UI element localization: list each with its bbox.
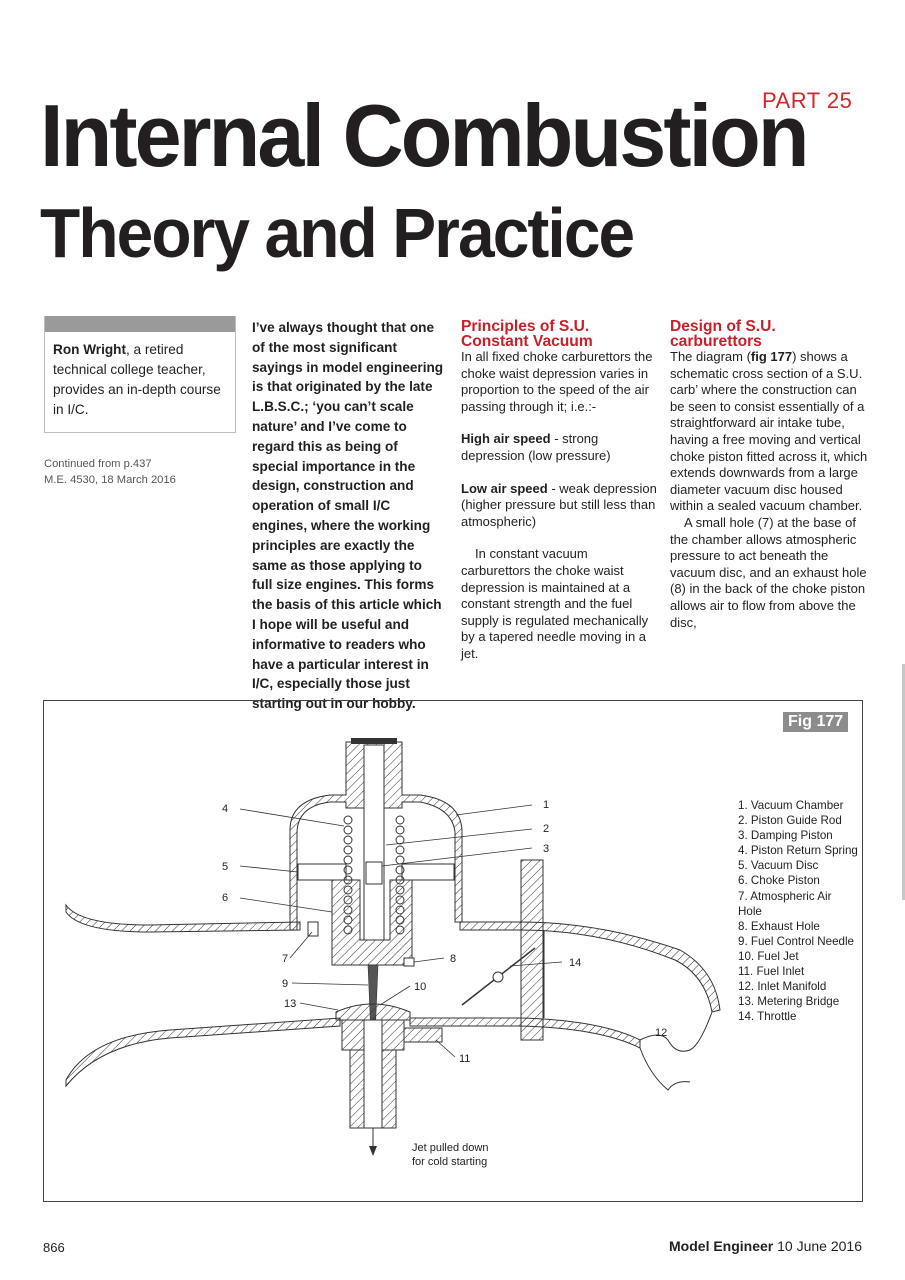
callout-4: 4 [222, 803, 228, 815]
legend-item: 11. Fuel Inlet [738, 965, 805, 979]
callout-11: 11 [459, 1053, 470, 1065]
legend-item: 8. Exhaust Hole [738, 919, 820, 933]
piston-guide-rod [363, 744, 385, 941]
design-para1-pre: The diagram ( [670, 349, 751, 364]
author-text: Ron Wright, a retired technical college … [53, 340, 231, 420]
low-air-speed-label: Low air speed [461, 480, 548, 496]
callout-14: 14 [569, 957, 581, 969]
legend-item: 1. Vacuum Chamber [738, 799, 844, 812]
column-design: Design of S.U. carburettors The diagram … [670, 319, 870, 631]
legend-item: 2. Piston Guide Rod [738, 814, 842, 828]
section-heading-principles: Principles of S.U. Constant Vacuum [461, 318, 593, 350]
callout-3: 3 [543, 843, 549, 855]
callout-2: 2 [543, 823, 549, 835]
legend-item: 12. Inlet Manifold [738, 980, 827, 994]
design-para1-post: ) shows a schematic cross section of a S… [670, 349, 868, 514]
design-para2: A small hole (7) at the base of the cham… [670, 514, 867, 630]
legend-item: 13. Metering Bridge [738, 995, 840, 1009]
guide-rod-tube [351, 738, 397, 744]
vacuum-disc [297, 863, 347, 881]
figure-label: Fig 177 [783, 712, 849, 732]
callout-10: 10 [414, 981, 426, 993]
callout-12: 12 [655, 1027, 667, 1039]
legend-item: 10. Fuel Jet [738, 949, 799, 963]
intake-lower-wall [65, 1017, 341, 1088]
part-label: PART 25 [762, 88, 853, 113]
fuel-inlet [403, 1027, 443, 1043]
continued-line2: M.E. 4530, 18 March 2016 [44, 474, 176, 486]
author-box-bar [45, 316, 235, 332]
callout-7: 7 [282, 953, 288, 965]
page-number: 866 [43, 1240, 65, 1255]
column-principles: Principles of S.U. Constant Vacuum In al… [461, 319, 657, 663]
legend-item: 3. Damping Piston [738, 829, 833, 843]
figure-frame [43, 700, 863, 1202]
callout-6: 6 [222, 892, 228, 904]
high-air-speed-text: - strong depression (low pressure) [461, 431, 611, 463]
low-air-speed-item: Low air speed - weak depression (higher … [461, 481, 657, 531]
return-spring-left [343, 815, 353, 935]
figure-caption-line1: Jet pulled down [412, 1142, 488, 1154]
design-para1: The diagram (fig 177) shows a schematic … [670, 349, 870, 515]
figure-legend: 1. Vacuum Chamber 2. Piston Guide Rod 3.… [738, 798, 858, 1024]
legend-item: 14. Throttle [738, 1010, 797, 1024]
legend-item: 5. Vacuum Disc [738, 859, 819, 873]
principles-para1: In all fixed choke carburettors the chok… [461, 349, 653, 414]
metering-bridge [335, 1003, 411, 1021]
principles-para2: In constant vacuum carburettors the chok… [461, 546, 649, 661]
high-air-speed-label: High air speed [461, 431, 551, 447]
section-heading-design: Design of S.U. carburettors [670, 318, 776, 350]
intro-paragraph: I’ve always thought that one of the most… [252, 320, 444, 712]
article-title-line2: Theory and Practice [40, 194, 635, 272]
intake-upper-wall [65, 903, 301, 933]
figure-caption-line2: for cold starting [412, 1156, 487, 1168]
callout-8: 8 [450, 953, 456, 965]
high-air-speed-item: High air speed - strong depression (low … [461, 431, 657, 464]
manifold-break-line [639, 1011, 713, 1052]
legend-item: 9. Fuel Control Needle [738, 934, 854, 948]
callout-13: 13 [284, 998, 296, 1010]
continued-note: Continued from p.437 M.E. 4530, 18 March… [44, 456, 176, 488]
author-name: Ron Wright [53, 342, 126, 357]
intake-upper-wall-right [459, 921, 721, 1013]
magazine-name: Model Engineer [669, 1238, 774, 1254]
legend-item: 4. Piston Return Spring [738, 844, 858, 858]
manifold-outlet [639, 1047, 691, 1091]
damping-piston [365, 861, 383, 885]
atmospheric-air-hole [307, 921, 319, 937]
issue-date: 10 June 2016 [773, 1238, 862, 1254]
legend-item: 7. Atmospheric Air Hole [738, 889, 832, 918]
page-edge-bar [902, 664, 905, 900]
low-air-speed-text: - weak depression (higher pressure but s… [461, 480, 657, 529]
figure-reference: fig 177 [750, 349, 793, 364]
callout-1: 1 [543, 799, 549, 811]
footer-credit: Model Engineer 10 June 2016 [669, 1238, 862, 1254]
article-title-line1: Internal Combustion [40, 86, 809, 185]
callout-9: 9 [282, 978, 288, 990]
author-description: , a retired technical college teacher, p… [53, 342, 221, 417]
exhaust-hole [403, 957, 415, 967]
author-box: Ron Wright, a retired technical college … [44, 316, 236, 433]
legend-item: 6. Choke Piston [738, 874, 820, 888]
callout-5: 5 [222, 861, 228, 873]
continued-line1: Continued from p.437 [44, 458, 152, 470]
